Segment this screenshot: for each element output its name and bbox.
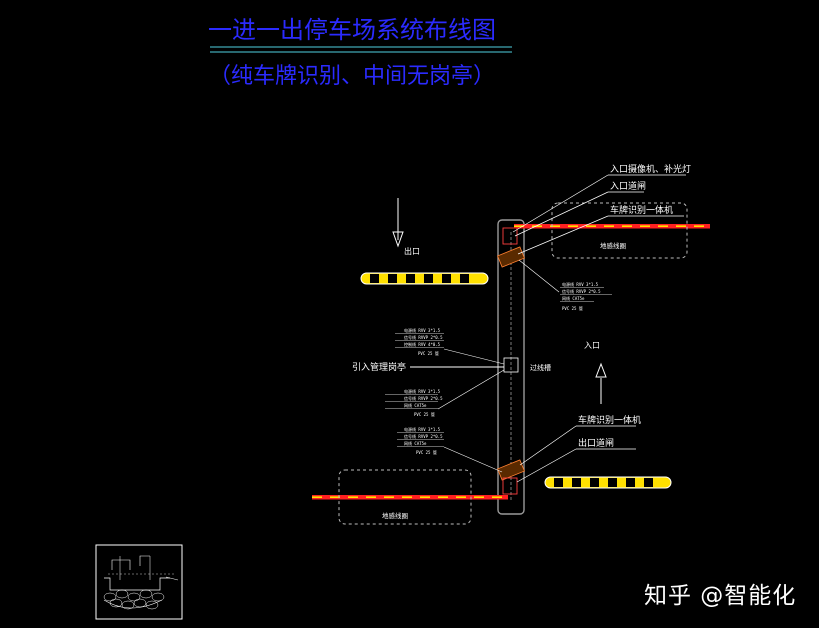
svg-text:电源线 RVV 3*1.5: 电源线 RVV 3*1.5 [404,426,441,432]
booth-lower-leader [437,369,505,410]
guard-booth-label: 引入管理岗亭 [352,361,406,373]
exit-cable-spec: 电源线 RVV 3*1.5 信号线 RVVP 2*0.5 网线 CAT5e PV… [397,426,444,455]
exit-cable-leader [443,446,503,473]
diagram-title: 一进一出停车场系统布线图 [208,16,496,44]
svg-text:电源线 RVV 3*1.5: 电源线 RVV 3*1.5 [404,327,441,333]
svg-text:控制线 RVV 4*0.5: 控制线 RVV 4*0.5 [404,341,441,347]
booth-lower-cable-spec: 电源线 RVV 3*1.5 信号线 RVVP 2*0.5 网线 CAT5e PV… [385,388,443,417]
svg-text:信号线 RVVP 2*0.5: 信号线 RVVP 2*0.5 [404,433,443,439]
entry-gate-label: 入口道闸 [610,180,646,192]
exit-direction-arrow-icon [392,231,404,248]
entry-cable-leader [518,259,560,293]
svg-text:信号线 RVVP 2*0.5: 信号线 RVVP 2*0.5 [404,395,443,401]
svg-text:网线 CAT5e: 网线 CAT5e [562,295,585,301]
svg-text:网线 CAT5e: 网线 CAT5e [404,440,427,446]
entry-direction-label: 入口 [584,341,600,350]
exit-ground-loop [338,469,472,525]
junction-box [503,357,519,373]
svg-text:网线 CAT5e: 网线 CAT5e [404,402,427,408]
entry-camera-leader [512,174,609,233]
entry-loop-label: 地感线圈 [600,241,626,250]
wire-trench-label: 过线槽 [530,363,551,372]
diagram-subtitle: （纯车牌识别、中间无岗亭） [209,64,495,89]
watermark: 知乎 @智能化 [644,583,797,609]
exit-lpr-leader [519,425,577,466]
entry-lane-barrier-stripes [554,478,653,487]
booth-upper-cable-spec: 电源线 RVV 3*1.5 信号线 RVVP 2*0.5 控制线 RVV 4*0… [395,327,444,356]
section-detail-inset [95,544,183,620]
entry-direction-arrow-icon [595,362,607,378]
entry-gate-leader [514,191,609,237]
exit-gate-box [502,477,518,495]
entry-lpr-label: 车牌识别一体机 [610,204,673,216]
exit-lpr-unit [497,459,525,481]
entry-ground-loop [551,202,688,259]
entry-cable-spec: 电源线 RVV 3*1.5 信号线 RVVP 2*0.5 网线 CAT5e PV… [560,281,612,311]
booth-upper-leader [443,348,505,365]
exit-gate-label: 出口道闸 [578,437,614,449]
entry-lpr-leader [517,215,609,255]
entry-camera-label: 入口摄像机、补光灯 [610,163,691,175]
svg-text:信号线 RVVP 2*0.5: 信号线 RVVP 2*0.5 [562,288,601,294]
exit-loop-label: 地感线圈 [382,511,408,520]
svg-text:电源线 RVV 3*1.5: 电源线 RVV 3*1.5 [562,281,599,287]
svg-text:PVC 25 管: PVC 25 管 [562,305,583,311]
svg-text:电源线 RVV 3*1.5: 电源线 RVV 3*1.5 [404,388,441,394]
svg-text:PVC 25 管: PVC 25 管 [418,350,439,356]
svg-text:PVC 25 管: PVC 25 管 [416,449,437,455]
svg-text:信号线 RVVP 2*0.5: 信号线 RVVP 2*0.5 [404,334,443,340]
exit-direction-label: 出口 [404,246,420,256]
exit-gate-leader [516,448,577,483]
exit-lane-barrier-stripes [370,274,469,283]
exit-lpr-label: 车牌识别一体机 [578,414,641,426]
svg-text:PVC 25 管: PVC 25 管 [414,411,435,417]
entry-gate-box [502,227,518,245]
